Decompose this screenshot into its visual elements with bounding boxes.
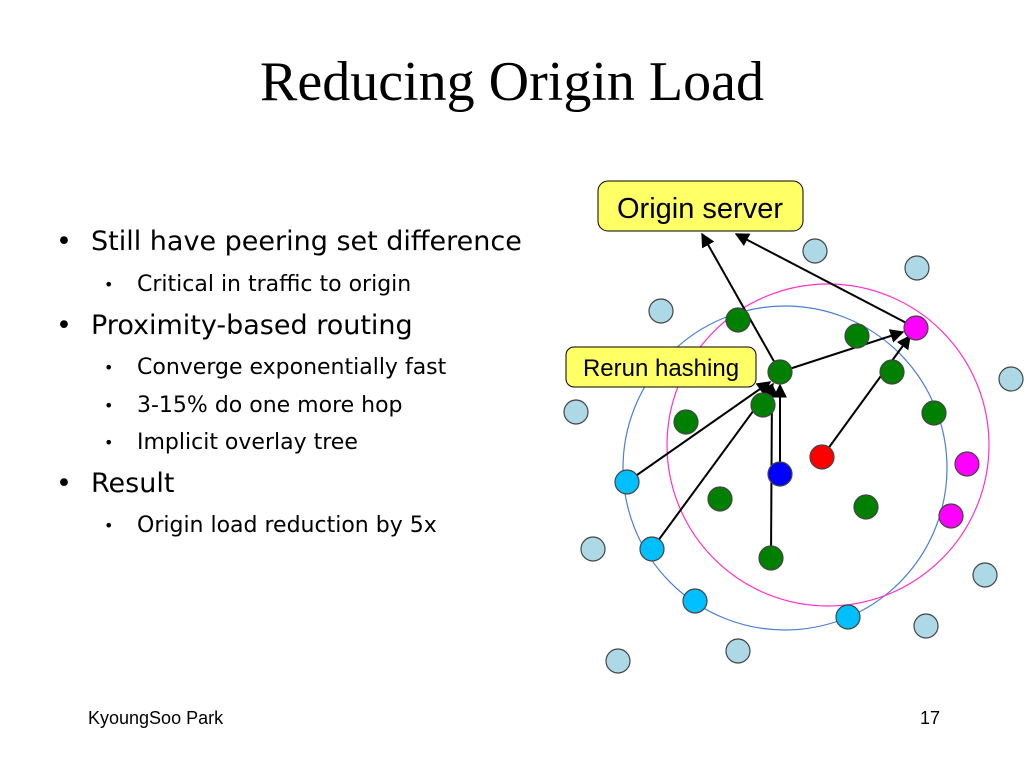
slide-title: Reducing Origin Load xyxy=(260,51,764,113)
sub-bullet-text: 3-15% do one more hop xyxy=(137,393,403,418)
peer-node xyxy=(879,359,905,385)
peer-node xyxy=(904,255,930,281)
arrow xyxy=(779,329,905,373)
peer-node xyxy=(673,409,699,435)
peer-node xyxy=(725,638,751,664)
peer-node xyxy=(563,399,589,425)
peer-node xyxy=(921,400,947,426)
peer-node xyxy=(954,451,980,477)
sub-bullet-text: Critical in traffic to origin xyxy=(137,272,412,297)
peer-node xyxy=(853,494,879,520)
peer-node xyxy=(938,503,964,529)
bullet-dot-icon: • xyxy=(104,358,114,377)
sub-bullet-text: Implicit overlay tree xyxy=(137,430,358,455)
peer-node xyxy=(802,238,828,264)
peer-node xyxy=(998,366,1024,392)
peer-node xyxy=(972,562,998,588)
bullet-dot-icon: • xyxy=(104,396,114,415)
peer-node xyxy=(639,536,665,562)
page-number: 17 xyxy=(919,708,940,728)
peer-node xyxy=(580,536,606,562)
peer-node xyxy=(614,469,640,495)
peer-node xyxy=(725,307,751,333)
rerun-hashing-box xyxy=(565,346,757,388)
proximity-circle-magenta xyxy=(666,283,990,607)
bullet-text: Still have peering set difference xyxy=(91,226,522,257)
peer-node xyxy=(682,588,708,614)
origin-server-box xyxy=(597,180,804,232)
peer-node xyxy=(903,315,929,341)
peer-node xyxy=(913,613,939,639)
peer-node xyxy=(844,323,870,349)
peer-node xyxy=(758,545,784,571)
bullet-text: Proximity-based routing xyxy=(91,310,413,341)
bullet-dot-icon: • xyxy=(56,310,72,341)
sub-bullet-text: Origin load reduction by 5x xyxy=(137,513,437,538)
peer-node xyxy=(767,359,793,385)
peer-node xyxy=(767,461,793,487)
bullet-dot-icon: • xyxy=(56,468,72,499)
arrow xyxy=(734,233,917,329)
arrow xyxy=(821,334,911,458)
arrow xyxy=(701,232,781,373)
proximity-circle-blue xyxy=(622,305,948,631)
bullet-dot-icon: • xyxy=(104,516,114,535)
sub-bullet-text: Converge exponentially fast xyxy=(137,355,447,380)
bullet-text: Result xyxy=(91,468,175,499)
rerun-hashing-label: Rerun hashing xyxy=(583,355,739,382)
peer-node xyxy=(707,486,733,512)
bullet-dot-icon: • xyxy=(104,275,114,294)
peer-node xyxy=(648,298,674,324)
peer-node xyxy=(605,648,631,674)
bullet-dot-icon: • xyxy=(56,226,72,257)
origin-server-label: Origin server xyxy=(617,193,783,225)
bullet-dot-icon: • xyxy=(104,433,114,452)
arrow xyxy=(626,381,772,483)
peer-node xyxy=(750,392,776,418)
footer-author: KyoungSoo Park xyxy=(88,708,224,728)
peer-node xyxy=(809,444,835,470)
peer-node xyxy=(835,604,861,630)
